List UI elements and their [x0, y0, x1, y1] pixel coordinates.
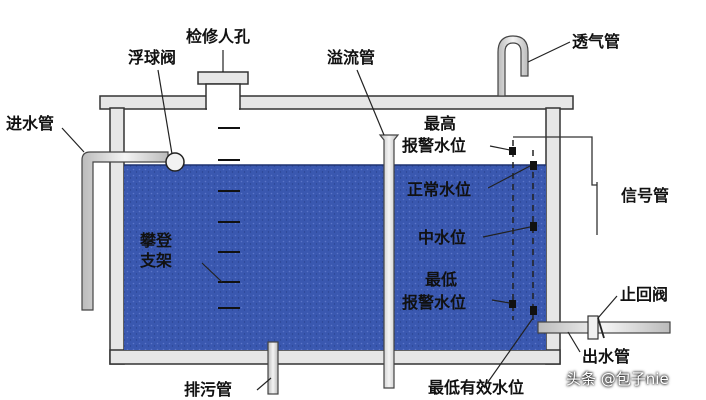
label-climb-bracket-1: 攀登 [140, 231, 173, 250]
label-normal-level: 正常水位 [407, 180, 472, 199]
drain-pipe [267, 341, 279, 395]
tank-roof [99, 95, 574, 110]
label-float-valve: 浮球阀 [128, 48, 177, 67]
leader-lines [61, 41, 618, 391]
label-outlet-pipe: 出水管 [582, 347, 631, 366]
level-sensors [509, 147, 537, 315]
label-signal-pipe: 信号管 [621, 186, 670, 205]
label-lowest-alarm-1: 最低 [425, 270, 458, 289]
signal-pipe [513, 136, 598, 235]
tank-bottom [109, 349, 561, 365]
label-inspection-hole: 检修人孔 [186, 27, 251, 46]
label-vent-pipe: 透气管 [572, 32, 621, 51]
label-check-valve: 止回阀 [620, 285, 669, 304]
inspection-hole [197, 71, 249, 85]
label-drain-pipe: 排污管 [184, 380, 233, 399]
label-highest-alarm-1: 最高 [424, 114, 457, 133]
vent-pipe [497, 35, 529, 97]
overflow-pipe [378, 134, 400, 389]
outlet-pipe [537, 315, 671, 340]
inlet-pipe [81, 151, 169, 311]
float-valve-ball [165, 152, 185, 172]
tank-left-wall [109, 107, 125, 365]
label-overflow-pipe: 溢流管 [327, 48, 376, 67]
watermark: 头条 @包子nie [566, 370, 669, 388]
label-highest-alarm-2: 报警水位 [402, 136, 467, 155]
label-climb-bracket-2: 支架 [140, 251, 173, 270]
water-body [124, 165, 546, 350]
label-lowest-effective-level: 最低有效水位 [428, 378, 525, 397]
label-middle-level: 中水位 [418, 228, 467, 247]
label-lowest-alarm-2: 报警水位 [402, 293, 467, 312]
label-inlet-pipe: 进水管 [6, 114, 55, 133]
